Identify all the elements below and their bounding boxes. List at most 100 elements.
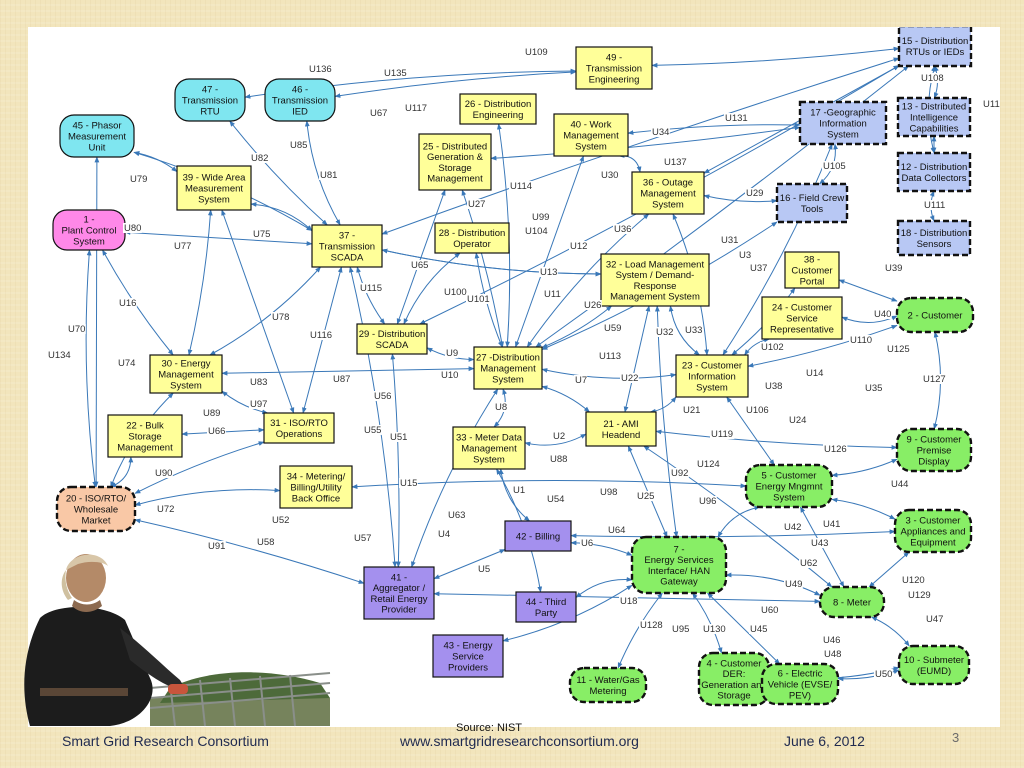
node-40-label-line: 40 - Work: [570, 120, 611, 131]
connector-n39-n30: [187, 209, 213, 356]
connector-label-bg-u54: [546, 494, 565, 504]
node-34-label-line: Back Office: [292, 493, 340, 504]
node-8-box: [818, 585, 886, 619]
connector-label-bg-u102: [760, 342, 785, 352]
connector-label-bg-u30: [600, 170, 619, 180]
node-44-box: [515, 591, 577, 623]
connector-label-u131: U131: [725, 113, 748, 124]
connector-label-u64: U64: [608, 525, 625, 536]
connector-n1-n30: [102, 249, 174, 356]
connector-label-bg-u46: [822, 635, 841, 645]
footer-organization: Smart Grid Research Consortium: [62, 733, 269, 749]
node-44-label-line: Party: [535, 608, 557, 619]
connector-label-u116: U116: [310, 330, 332, 341]
connector-label-u22: U22: [621, 373, 638, 384]
connector-label-bg-u72: [156, 504, 175, 514]
node-28-label-line: 28 - Distribution: [439, 228, 506, 239]
connector-label-u111: U111: [924, 200, 945, 211]
connector-label-u33: U33: [685, 325, 702, 336]
node-40-label-line: Management: [563, 131, 619, 142]
node-4-label-line: 4 - Customer: [707, 658, 762, 669]
connector-label-bg-u29: [745, 188, 764, 198]
connector-label-bg-u83: [249, 377, 268, 387]
node-45-label-line: Measurement: [68, 132, 126, 143]
node-21-box: [585, 411, 657, 447]
connector-label-bg-u108: [920, 73, 945, 83]
connector-n32-n21: [623, 305, 651, 413]
node-9-label-line: Display: [918, 456, 949, 467]
node-39-label-line: 39 - Wide Area: [183, 173, 247, 184]
connector-n42-n7: [570, 540, 633, 556]
connector-label-bg-u3: [738, 250, 752, 260]
connector-label-bg-u43: [810, 538, 829, 548]
source-note: Source: NIST: [456, 722, 523, 734]
connector-label-bg-u15: [399, 478, 418, 488]
connector-label-bg-u105: [822, 161, 847, 171]
node-36-label-line: Management: [640, 189, 696, 200]
node-21-label-line: Headend: [602, 430, 641, 441]
connector-label-u125: U125: [887, 344, 910, 355]
connector-label-bg-u116: [309, 330, 334, 340]
node-9-label-line: 9 - Customer: [907, 435, 962, 446]
connector-label-bg-u8: [494, 402, 508, 412]
connector-label-bg-u119: [710, 429, 735, 439]
node-33-label-line: System: [473, 454, 505, 465]
node-47-label-line: 47 -: [202, 85, 218, 96]
node-42-label-line: 42 - Billing: [516, 532, 560, 543]
footer-website-link[interactable]: www.smartgridresearchconsortium.org: [400, 733, 639, 749]
connector-label-u59: U59: [604, 323, 621, 334]
node-41-label-line: Aggregator /: [373, 583, 426, 594]
connector-label-u5: U5: [478, 564, 490, 575]
node-32-label-line: System / Demand-: [616, 270, 695, 281]
node-49-box: [575, 46, 653, 90]
node-27-label-line: Management: [480, 364, 536, 375]
node-15-label-line: 15 - Distribution: [902, 36, 969, 47]
connector-n27-n21: [541, 385, 590, 413]
connector-n21-n9: [655, 429, 898, 450]
connector-label-u50: U50: [875, 669, 892, 680]
node-1-label-line: 1 -: [83, 215, 94, 226]
connector-label-bg-u50: [874, 669, 893, 679]
connector-label-u43: U43: [811, 538, 828, 549]
node-12-box: [896, 151, 972, 193]
connector-label-bg-u124: [696, 459, 721, 469]
node-46-label-line: IED: [292, 106, 308, 117]
node-47-label-line: RTU: [200, 106, 219, 117]
node-36-box: [631, 171, 705, 215]
node-9-label-line: Premise: [917, 446, 952, 457]
node-27-box: [473, 346, 543, 390]
connector-label-u54: U54: [547, 494, 564, 505]
connector-n1-n37: [124, 230, 313, 246]
connector-label-u97: U97: [250, 399, 267, 410]
connector-label-u110: U110: [850, 335, 872, 346]
node-17-label-line: System: [827, 129, 859, 140]
connector-label-bg-u66: [207, 426, 226, 436]
connector-label-bg-u130: [702, 624, 727, 634]
node-25-label-line: Generation &: [427, 152, 484, 163]
connector-label-u15: U15: [400, 478, 417, 489]
connector-label-bg-u125: [886, 344, 911, 354]
connector-label-bg-u10: [440, 370, 459, 380]
connector-n41-n27: [411, 388, 499, 568]
connector-label-bg-u115: [359, 283, 384, 293]
connector-label-bg-u27: [467, 199, 486, 209]
connector-label-u136: U136: [309, 64, 332, 75]
connector-label-u51: U51: [390, 432, 407, 443]
connector-label-u128: U128: [640, 620, 663, 631]
node-37-label-line: SCADA: [331, 252, 364, 263]
connector-label-bg-u78: [271, 312, 290, 322]
connector-label-bg-u6: [580, 538, 594, 548]
connector-label-bg-u88: [549, 454, 568, 464]
